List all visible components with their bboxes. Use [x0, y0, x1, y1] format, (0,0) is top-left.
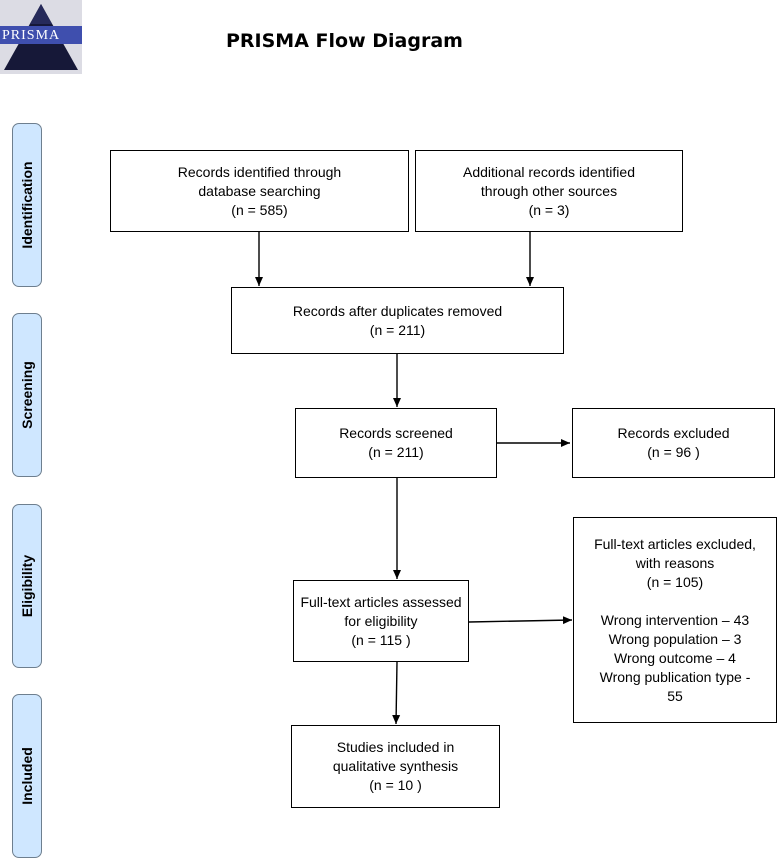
logo-text: PRISMA: [2, 28, 61, 43]
box-database-search: Records identified through database sear…: [110, 150, 409, 232]
stage-screening: Screening: [12, 313, 42, 477]
exclusion-reason: Wrong publication type -: [599, 668, 751, 685]
box-studies-included: Studies included in qualitative synthesi…: [291, 725, 500, 808]
exclusion-reason: Wrong intervention – 43: [600, 611, 750, 628]
page-title: PRISMA Flow Diagram: [226, 30, 463, 52]
stage-eligibility: Eligibility: [12, 504, 42, 668]
box-other-sources: Additional records identified through ot…: [415, 150, 683, 232]
arrow-fulltext-to-included: [392, 661, 401, 725]
stage-identification: Identification: [12, 123, 42, 287]
box-duplicates-removed: Records after duplicates removed (n = 21…: [231, 287, 564, 354]
arrow-fulltext-to-excluded: [468, 616, 573, 625]
exclusion-reason: Wrong outcome – 4: [614, 649, 736, 666]
exclusion-reason: Wrong population – 3: [608, 630, 742, 647]
stage-included: Included: [12, 694, 42, 858]
box-records-excluded: Records excluded (n = 96 ): [572, 408, 775, 478]
prisma-logo-graphic: [0, 0, 82, 74]
box-fulltext-excluded: Full-text articles excluded, with reason…: [573, 517, 777, 723]
prisma-logo: PRISMA: [0, 0, 82, 74]
exclusion-reason: 55: [667, 687, 683, 704]
box-records-screened: Records screened (n = 211): [295, 408, 497, 478]
box-fulltext-assessed: Full-text articles assessed for eligibil…: [293, 580, 469, 662]
